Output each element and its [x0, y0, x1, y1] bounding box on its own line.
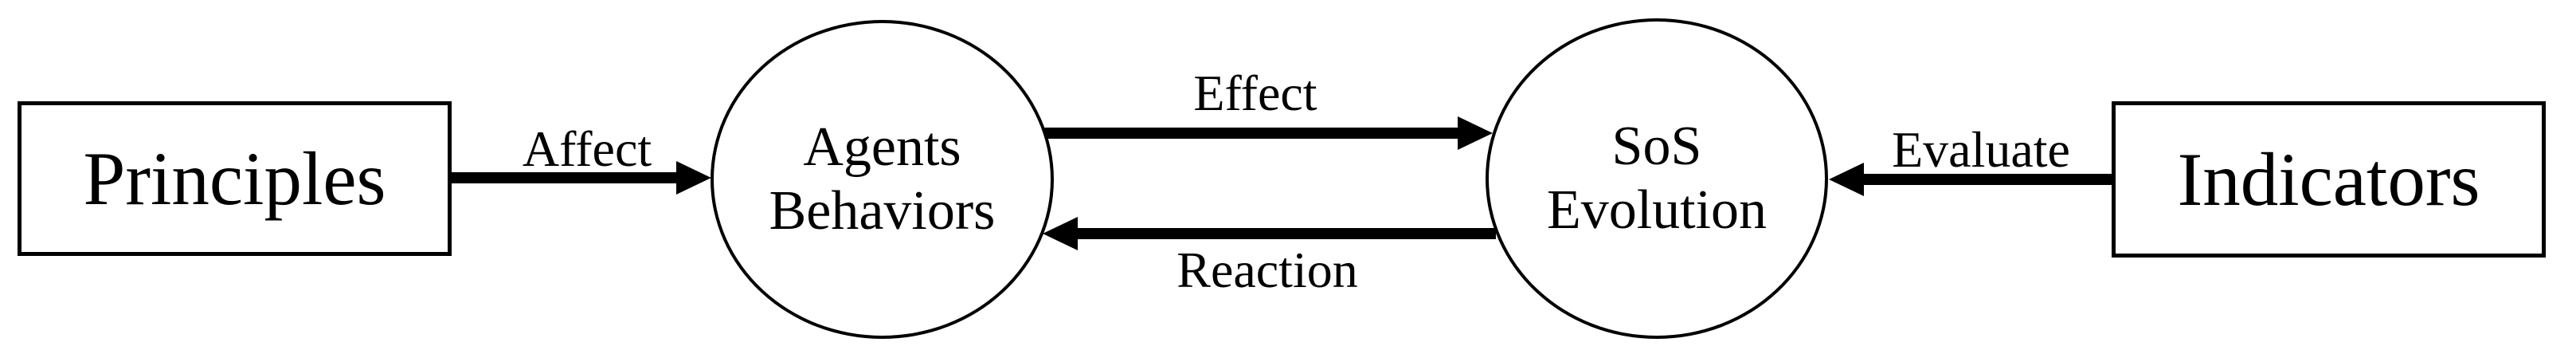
node-indicators-label: Indicators [2177, 136, 2480, 222]
arrow-reaction [1043, 217, 1496, 250]
node-agents-behaviors-line2: Behaviors [769, 180, 996, 242]
edge-label-effect: Effect [1193, 65, 1317, 121]
node-agents-behaviors-label: Agents Behaviors [769, 116, 996, 243]
node-agents-behaviors-line1: Agents [803, 116, 961, 178]
edge-label-reaction: Reaction [1176, 242, 1358, 298]
node-indicators: Indicators [2112, 101, 2546, 258]
node-principles: Principles [18, 101, 452, 256]
arrow-effect [1044, 116, 1493, 150]
node-sos-evolution: SoS Evolution [1486, 18, 1828, 339]
node-principles-label: Principles [83, 136, 386, 221]
edge-label-evaluate: Evaluate [1892, 121, 2070, 178]
node-sos-evolution-line1: SoS [1611, 116, 1702, 177]
arrow-affect [450, 161, 711, 195]
edge-label-affect: Affect [522, 120, 652, 177]
node-agents-behaviors: Agents Behaviors [711, 20, 1054, 339]
node-sos-evolution-line2: Evolution [1546, 179, 1768, 241]
node-sos-evolution-label: SoS Evolution [1547, 115, 1767, 242]
arrow-evaluate [1829, 163, 2112, 196]
